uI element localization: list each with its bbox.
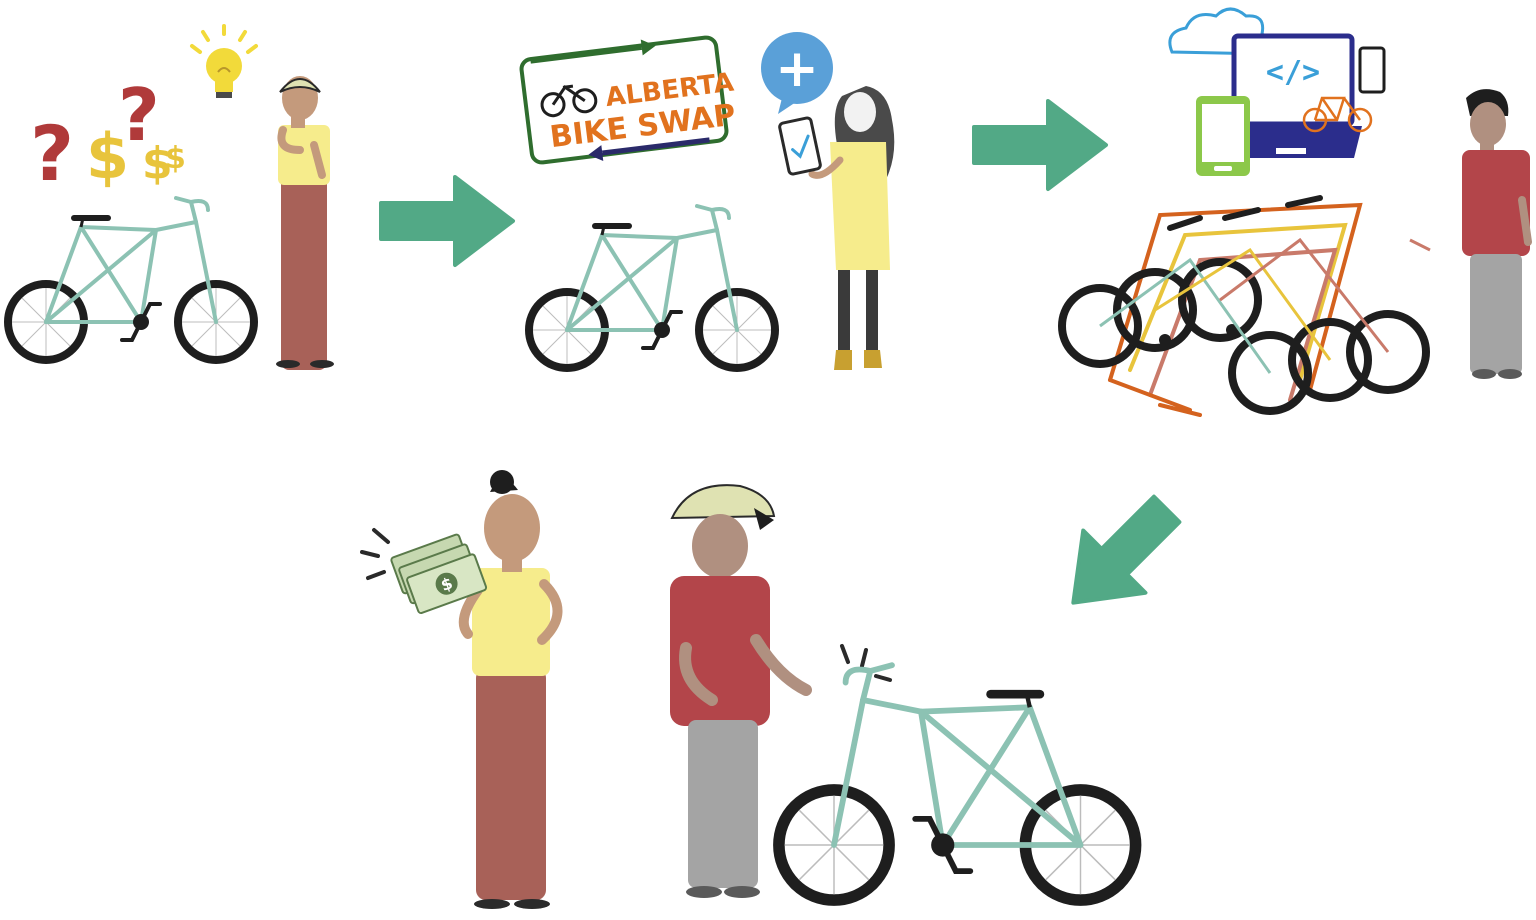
cash-icon: $ — [360, 528, 488, 615]
person-seller-with-cash — [458, 470, 563, 909]
dollar-icon-large: $ — [86, 120, 129, 193]
bike-logo-icon — [540, 84, 598, 118]
racked-bikes — [1058, 258, 1430, 415]
person-thinking — [276, 76, 334, 370]
arrow-step-1-to-2 — [379, 175, 515, 267]
laptop-icon: </> — [1222, 33, 1373, 158]
bell-ring-marks — [840, 644, 892, 682]
step-1-decide-to-sell: ? ? $ $ $ — [8, 24, 334, 370]
arrow-step-3-to-4 — [1042, 478, 1198, 634]
orange-bike-icon — [1302, 96, 1373, 133]
question-mark-left: ? — [30, 109, 74, 198]
dollar-icon-small: $ — [165, 141, 186, 176]
step-4-sale-complete: $ — [360, 470, 1136, 909]
bike-step-1 — [8, 198, 254, 360]
bike-step-2 — [529, 206, 775, 368]
person-buyer-with-helmet — [670, 484, 812, 898]
question-mark-icons: ? ? — [30, 73, 160, 198]
racked-bike-frames — [1099, 195, 1431, 374]
alberta-bike-swap-logo: ALBERTA BIKE SWAP — [519, 35, 738, 165]
person-with-tablet — [778, 86, 895, 370]
lightbulb-icon — [190, 24, 258, 98]
tablet-icon — [778, 116, 822, 176]
code-icon: </> — [1266, 55, 1320, 90]
smartphone-icon — [1358, 46, 1386, 94]
dollar-sign-icons: $ $ $ — [86, 120, 186, 193]
dollar-icon-medium: $ — [142, 138, 173, 189]
arrow-step-2-to-3 — [972, 99, 1108, 191]
person-volunteer — [1462, 89, 1532, 379]
bike-step-4 — [779, 665, 1136, 900]
plus-icon: + — [775, 39, 819, 99]
step-3-drop-off-and-list: </> — [1058, 7, 1532, 417]
question-mark-right: ? — [118, 73, 160, 157]
green-tablet-icon — [1196, 96, 1250, 176]
plus-speech-bubble-icon: + — [761, 32, 833, 114]
step-2-register-online: ALBERTA BIKE SWAP + — [519, 32, 895, 370]
